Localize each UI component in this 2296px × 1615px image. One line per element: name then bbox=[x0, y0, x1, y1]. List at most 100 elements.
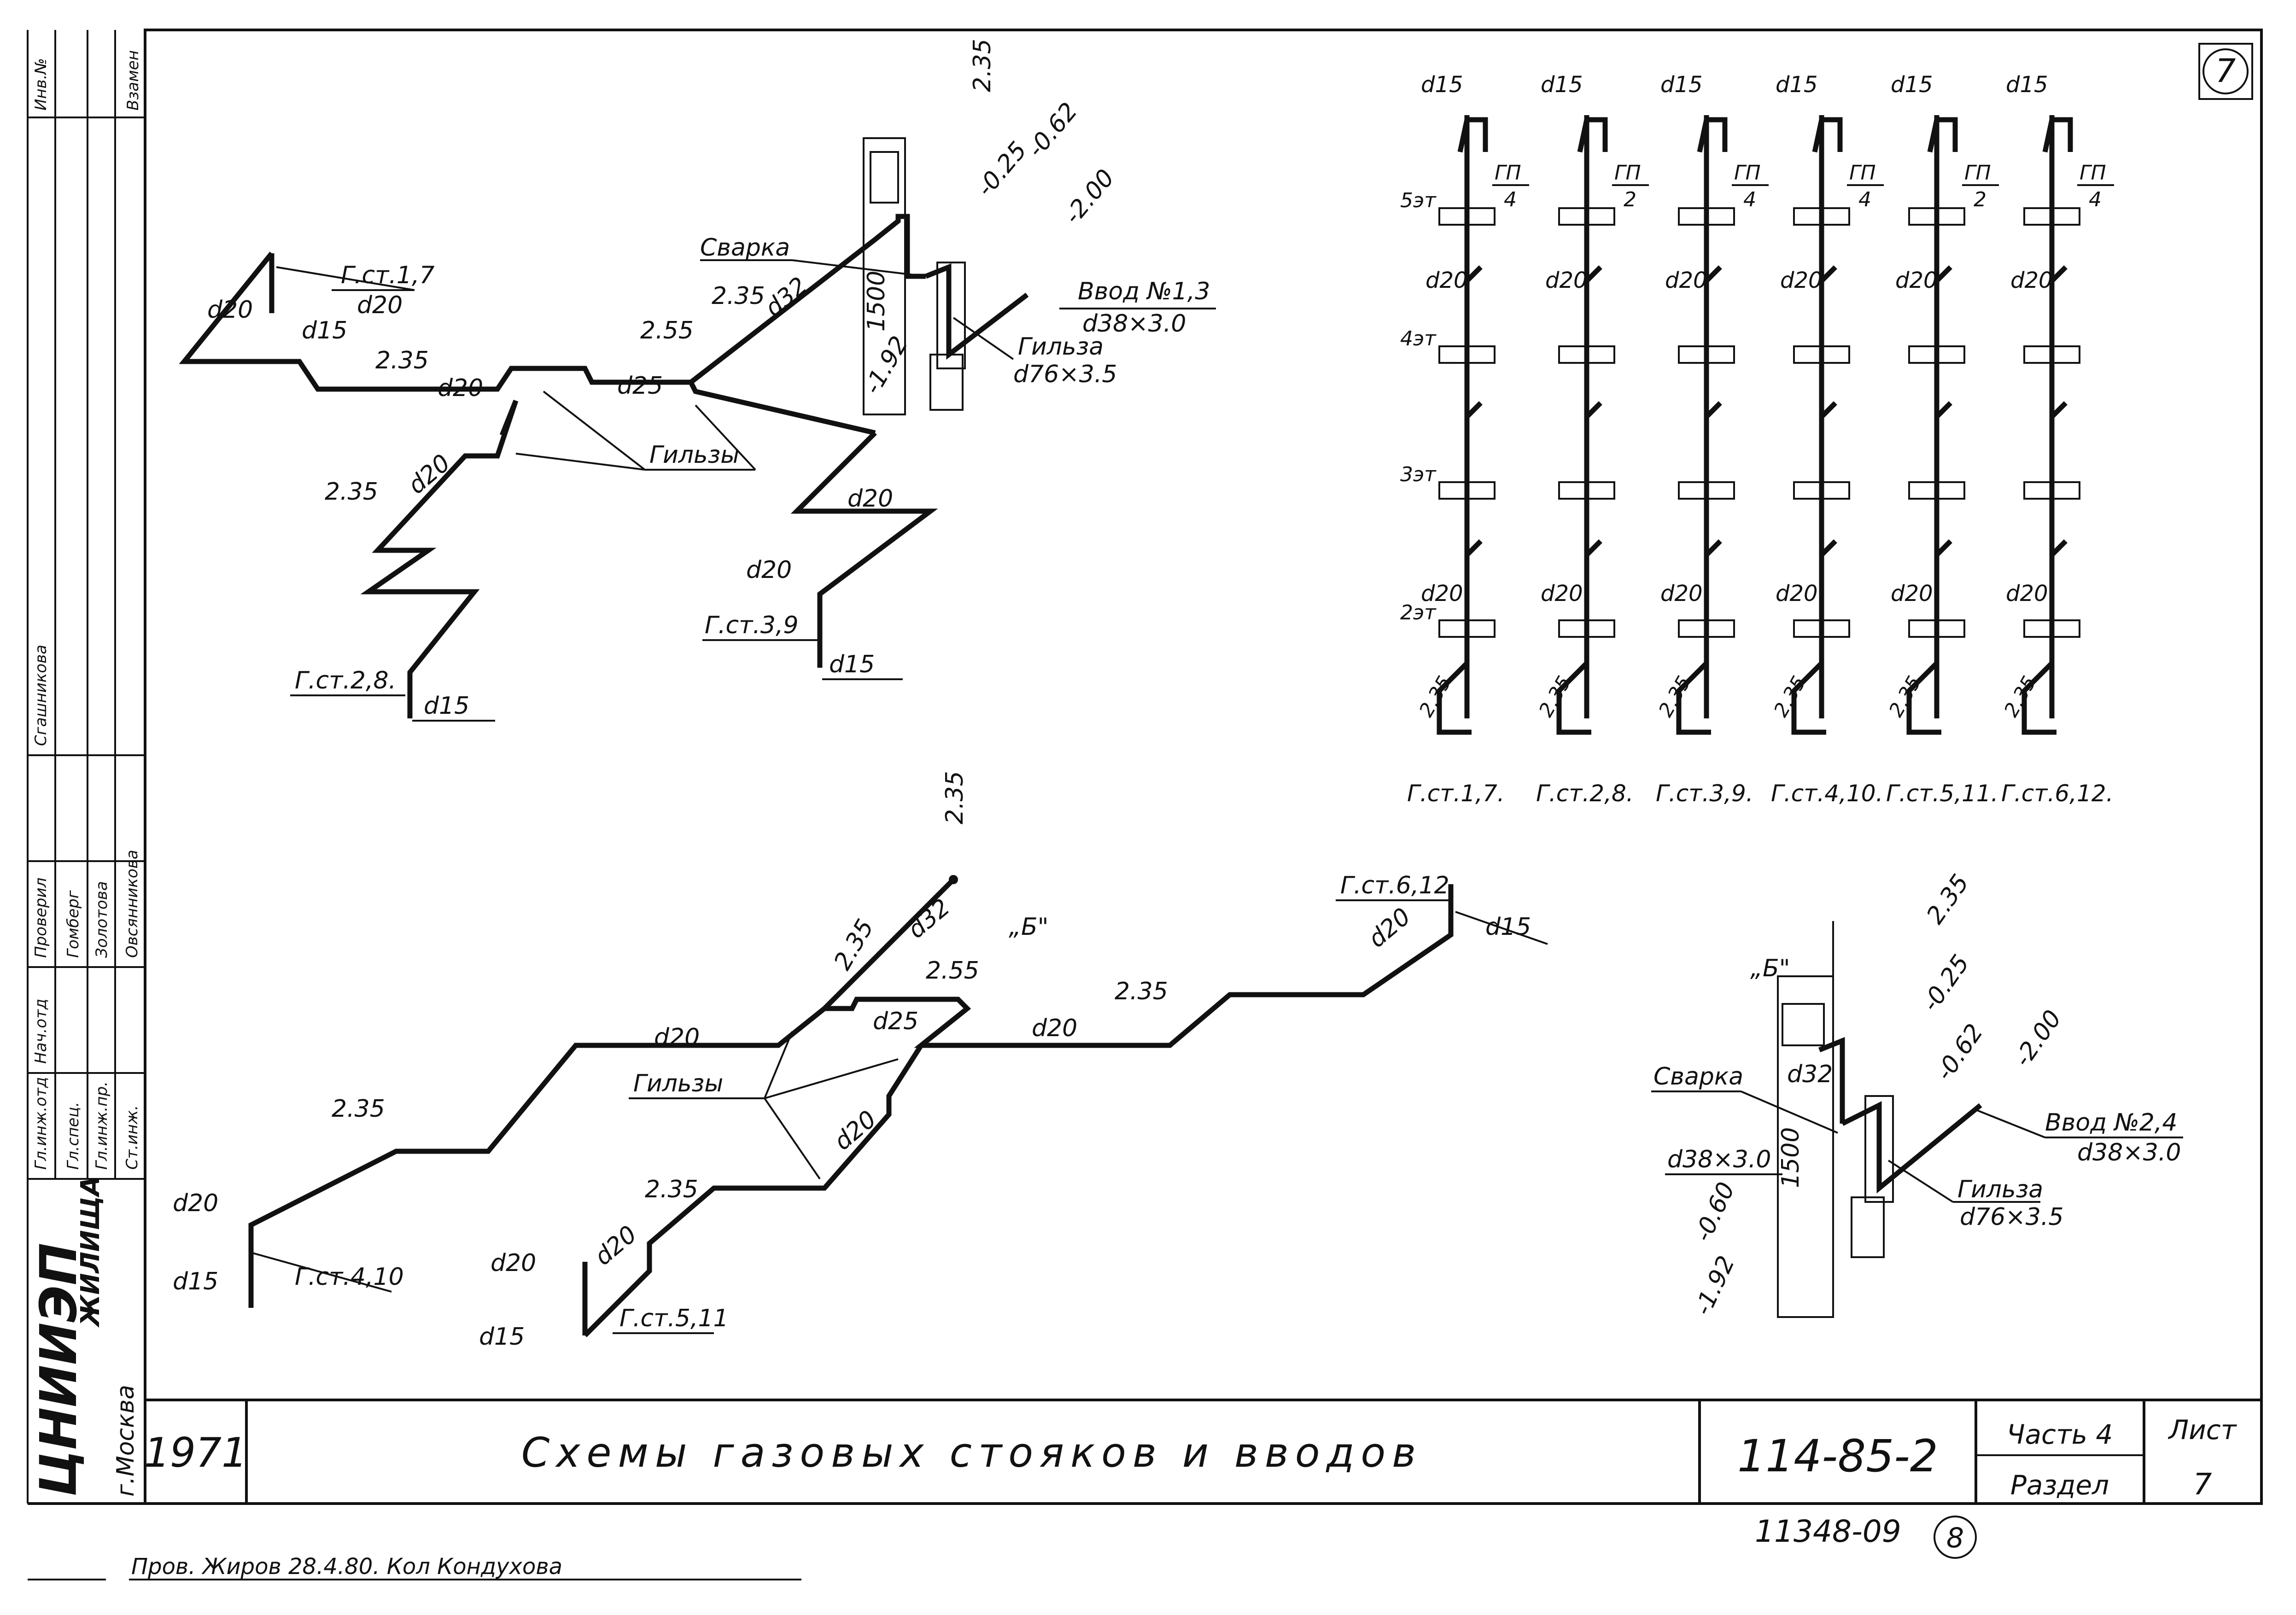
riser-gp-val-2: 2 bbox=[1624, 188, 1636, 211]
floor-sleeve-3-4 bbox=[1678, 619, 1735, 638]
floor-sleeve-6-2 bbox=[2023, 345, 2080, 364]
title-part: Часть 4 bbox=[2007, 1419, 2113, 1450]
check-note: Пров. Жиров 28.4.80. Кол Кондухова bbox=[131, 1554, 562, 1580]
lbl-d-m025: -0.25 bbox=[1917, 950, 1975, 1017]
stamp-vzam: Взамен bbox=[124, 50, 142, 111]
riser-d20-top-1: d20 bbox=[1426, 268, 1468, 293]
stamp-sign-label: Сгашникова bbox=[32, 645, 50, 746]
riser-gp-6: ГП bbox=[2080, 161, 2106, 185]
lbl-d15-b: d15 bbox=[829, 651, 875, 678]
lbl-d-m200: -2.00 bbox=[2009, 1005, 2067, 1072]
lbl-255: 2.55 bbox=[640, 317, 694, 344]
stamp-role-top-1: Нач.отд bbox=[32, 999, 50, 1064]
lbl-d20-e: d20 bbox=[746, 556, 792, 584]
lbl-1500: 1500 bbox=[863, 271, 890, 332]
floor-sleeve-3-1 bbox=[1678, 207, 1735, 226]
riser-top-2 bbox=[1577, 117, 1608, 153]
riser-d20-top-3: d20 bbox=[1665, 268, 1707, 293]
riser-gp-val-6: 4 bbox=[2089, 188, 2102, 211]
stamp-name-2: Золотова bbox=[93, 881, 111, 958]
floor-sleeve-5-4 bbox=[1908, 619, 1965, 638]
lbl-d15-c: d15 bbox=[424, 692, 469, 720]
lbl-m200: -2.00 bbox=[1059, 164, 1120, 230]
tap-1-3 bbox=[1465, 401, 1483, 419]
lbl-d20-c: d20 bbox=[403, 449, 456, 500]
lbl-d-235: 2.35 bbox=[1922, 869, 1975, 929]
riser-bottom-5 bbox=[1906, 661, 1941, 735]
stamp-org-sub: ЖИЛИЩА bbox=[76, 1176, 105, 1328]
lbl-gilza-size: d76×3.5 bbox=[1013, 361, 1117, 388]
stamp-role-1: Гл.инж.отд bbox=[32, 1077, 50, 1170]
riser-d20-2: d20 bbox=[1541, 581, 1583, 606]
tap-2-3 bbox=[1585, 401, 1602, 419]
floor-sleeve-4-1 bbox=[1793, 207, 1850, 226]
stamp-role-top-2: Проверил bbox=[32, 878, 50, 958]
lbl-d-m192: -1.92 bbox=[1689, 1252, 1740, 1319]
lbl-b-235-c: 2.35 bbox=[1115, 978, 1168, 1005]
tap-3-3 bbox=[1705, 401, 1722, 419]
riser-bottom-6 bbox=[2021, 661, 2056, 735]
riser-gp-val-4: 4 bbox=[1858, 188, 1871, 211]
lbl-d25: d25 bbox=[617, 372, 663, 400]
lbl-gst17: Г.ст.1,7 bbox=[341, 262, 435, 289]
lbl-d20-d: d20 bbox=[847, 485, 893, 513]
floor-sleeve-2-3 bbox=[1558, 481, 1615, 500]
lbl-b-gst612: Г.ст.6,12 bbox=[1340, 872, 1449, 899]
stamp-role-2: Гл.спец. bbox=[64, 1102, 82, 1170]
lbl-d-gilza: Гильза bbox=[1957, 1176, 2043, 1203]
sheet-frame bbox=[27, 29, 2263, 1505]
floor-sleeve-6-4 bbox=[2023, 619, 2080, 638]
floor-sleeve-5-2 bbox=[1908, 345, 1965, 364]
scheme-top: Г.ст.1,7 d20 d20 d15 2.35 d20 2.55 d25 2… bbox=[179, 39, 1216, 722]
riser-caption-2: Г.ст.2,8. bbox=[1536, 780, 1634, 807]
lbl-d-gilza-size: d76×3.5 bbox=[1960, 1203, 2063, 1231]
lbl-b-235-e: 2.35 bbox=[645, 1176, 698, 1203]
lbl-d20-a: d20 bbox=[207, 296, 253, 324]
lbl-d20-b: d20 bbox=[438, 374, 483, 402]
riser-caption-4: Г.ст.4,10. bbox=[1771, 780, 1883, 807]
lbl-b-mark: „Б" bbox=[1009, 913, 1049, 941]
floor-label-2: 4эт bbox=[1400, 327, 1437, 350]
left-stamp: Инв.№ Взамен Гл.инж.отд Гл.спец. Гл.инж.… bbox=[28, 30, 145, 1497]
lbl-b-d20-c: d20 bbox=[829, 1105, 882, 1156]
stamp-org: ЦНИИЭП bbox=[29, 1243, 88, 1497]
riser-caption-1: Г.ст.1,7. bbox=[1407, 780, 1505, 807]
lbl-b-235-d: 2.35 bbox=[332, 1095, 385, 1123]
lbl-d-svarka: Сварка bbox=[1653, 1063, 1743, 1090]
riser-top-5 bbox=[1927, 117, 1958, 153]
lbl-gst17-d: d20 bbox=[357, 292, 403, 319]
riser-d15-2: d15 bbox=[1541, 72, 1583, 98]
sheet-number: 7 bbox=[2215, 52, 2236, 90]
lbl-b-255: 2.55 bbox=[926, 957, 979, 985]
lbl-b-gilzy: Гильзы bbox=[633, 1070, 723, 1097]
floor-sleeve-6-1 bbox=[2023, 207, 2080, 226]
riser-caption-5: Г.ст.5,11. bbox=[1886, 780, 1998, 807]
riser-d20-top-6: d20 bbox=[2010, 268, 2053, 293]
risers-panel: 5эт4эт3эт2этd15d20d20ГП42.35Г.ст.1,7.d15… bbox=[1400, 72, 2114, 807]
lbl-d15-a: d15 bbox=[302, 317, 347, 344]
riser-d20-top-2: d20 bbox=[1545, 268, 1588, 293]
stamp-inv: Инв.№ bbox=[32, 58, 50, 111]
riser-d15-6: d15 bbox=[2006, 72, 2048, 98]
riser-d15-4: d15 bbox=[1776, 72, 1818, 98]
riser-gp-val-5: 2 bbox=[1974, 188, 1986, 211]
riser-d20-6: d20 bbox=[2006, 581, 2048, 606]
lbl-vvod-size: d38×3.0 bbox=[1082, 310, 1186, 338]
floor-sleeve-6-3 bbox=[2023, 481, 2080, 500]
riser-d20-top-5: d20 bbox=[1895, 268, 1938, 293]
lbl-gst39: Г.ст.3,9 bbox=[705, 612, 799, 639]
tap-2-4 bbox=[1585, 539, 1602, 557]
riser-d20-1: d20 bbox=[1421, 581, 1463, 606]
riser-top-3 bbox=[1697, 117, 1728, 153]
floor-sleeve-1-2 bbox=[1438, 345, 1496, 364]
tap-6-3 bbox=[2050, 401, 2068, 419]
riser-d20-5: d20 bbox=[1891, 581, 1933, 606]
lbl-b-d20-b: d20 bbox=[654, 1024, 700, 1051]
riser-caption-6: Г.ст.6,12. bbox=[2001, 780, 2113, 807]
riser-d20-3: d20 bbox=[1660, 581, 1703, 606]
stamp-name-3: Овсянникова bbox=[123, 850, 141, 958]
tap-2-2 bbox=[1585, 265, 1602, 283]
stamp-role-3: Гл.инж.пр. bbox=[93, 1081, 111, 1170]
lbl-d-m062: -0.62 bbox=[1931, 1019, 1989, 1086]
